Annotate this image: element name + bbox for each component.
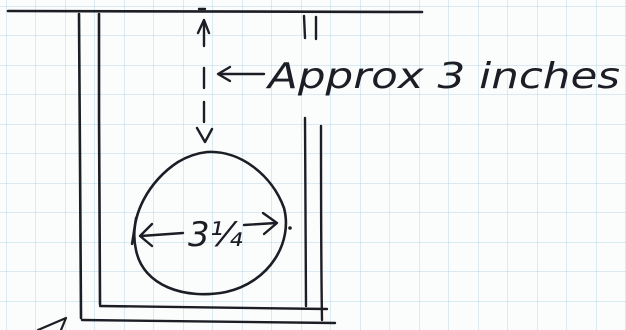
width-annotation-label: 3¼ bbox=[188, 215, 243, 255]
dimension-arrow-up-head bbox=[196, 18, 211, 35]
leader-arrow-head bbox=[216, 65, 232, 83]
corner-arrow bbox=[36, 316, 68, 330]
inner-left-wall bbox=[97, 12, 102, 306]
dimension-arrow-down-head bbox=[195, 126, 214, 144]
width-arrow-right-head bbox=[261, 211, 279, 236]
outer-left-wall bbox=[77, 12, 83, 320]
height-annotation-label: Approx 3 inches bbox=[266, 56, 620, 97]
bottom-inner-line bbox=[98, 304, 329, 311]
top-edge-line bbox=[6, 9, 424, 14]
inner-right-wall bbox=[303, 116, 308, 308]
upper-right-mark-1 bbox=[302, 14, 307, 40]
width-right-dot bbox=[288, 226, 292, 230]
bottom-outer-line bbox=[80, 318, 337, 325]
width-left-tick bbox=[130, 216, 138, 246]
circle-shape bbox=[133, 150, 288, 296]
width-arrow-left-head bbox=[138, 222, 154, 248]
outer-right-wall bbox=[319, 124, 324, 322]
width-arrow-right-shaft bbox=[242, 221, 278, 227]
width-arrow-left-shaft bbox=[139, 231, 185, 238]
